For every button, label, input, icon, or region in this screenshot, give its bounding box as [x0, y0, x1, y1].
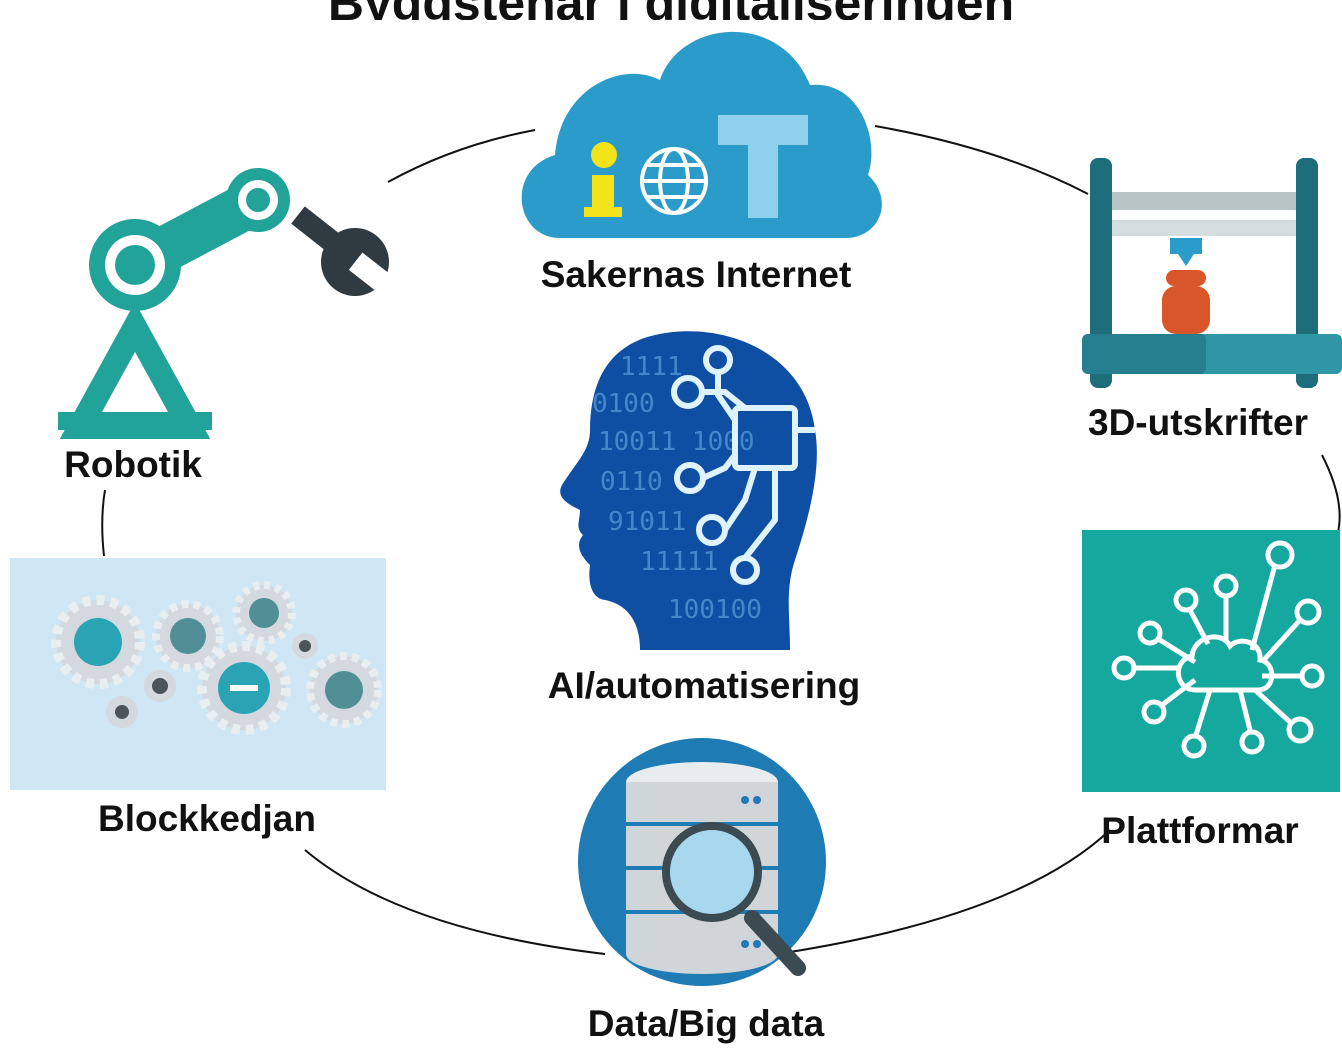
- label-3d-printing: 3D-utskrifter: [1088, 402, 1308, 443]
- label-robotics: Robotik: [64, 444, 202, 485]
- printer-head: [1170, 238, 1202, 254]
- cycle-connectors: [101, 125, 1341, 955]
- printer-left-post: [1090, 158, 1112, 388]
- robot-shoulder-core: [115, 245, 155, 285]
- 3d-printer-icon: [1082, 158, 1342, 388]
- ai-binary-row: 0100: [592, 389, 655, 419]
- ai-binary-row: 10011 1000: [598, 427, 755, 457]
- ai-binary-row: 0110: [600, 467, 663, 497]
- ai-binary-row: 91011: [608, 507, 686, 537]
- iot-i-dot: [591, 142, 617, 168]
- wrench-jaw-gap: [348, 252, 394, 295]
- printed-object-body: [1162, 286, 1210, 334]
- printer-bed-shadow: [1082, 334, 1206, 374]
- label-platforms: Plattformar: [1101, 810, 1299, 851]
- printer-foot-left: [1094, 374, 1110, 386]
- globe-icon: [640, 147, 708, 215]
- diagram-title-strip: Byggstenar i digitaliseringen: [0, 0, 1342, 20]
- connector-robotics-iot: [387, 129, 536, 183]
- label-ai: AI/automatisering: [547, 665, 861, 706]
- magnifier-lens: [662, 822, 762, 922]
- printer-nozzle: [1178, 254, 1194, 266]
- cloud-shape: [521, 31, 882, 238]
- iot-t-stem: [748, 140, 778, 218]
- connector-iot-printer: [874, 125, 1089, 195]
- printed-object-top: [1166, 270, 1206, 286]
- label-big-data: Data/Big data: [587, 1003, 825, 1044]
- connector-bigdata-blockchain: [304, 849, 606, 955]
- printer-mid-rail: [1112, 220, 1296, 236]
- magnifier-handle: [744, 910, 806, 976]
- printer-top-rail: [1112, 192, 1296, 210]
- ai-head-icon: 1111 0100 10011 1000 0110 91011 11111 10…: [560, 331, 817, 650]
- iot-cloud-icon: [521, 31, 882, 238]
- ai-circuit-icon: [671, 345, 815, 585]
- ai-binary-row: 11111: [640, 547, 718, 577]
- printer-foot-right: [1300, 374, 1316, 386]
- platform-tile: [1082, 530, 1340, 792]
- platform-network-icon: [1082, 530, 1340, 792]
- connector-printer-platforms: [1321, 454, 1341, 533]
- iot-i-base: [584, 207, 622, 217]
- gears-icon: [10, 558, 386, 790]
- database-search-icon: [578, 738, 826, 986]
- label-iot: Sakernas Internet: [540, 254, 852, 295]
- robot-elbow-core: [246, 188, 270, 212]
- iot-i-stem: [592, 175, 614, 213]
- ai-binary-row: 100100: [668, 595, 762, 625]
- ai-binary-text: 1111 0100 10011 1000 0110 91011 11111 10…: [592, 352, 762, 625]
- ai-binary-row: 1111: [620, 352, 683, 382]
- printer-right-post: [1296, 158, 1318, 388]
- robot-arm-icon: [58, 168, 394, 439]
- diagram-title: Byggstenar i digitaliseringen: [328, 0, 1014, 20]
- robot-base-plate: [58, 412, 212, 430]
- connector-blockchain-robotics: [101, 489, 106, 557]
- connector-platforms-bigdata: [789, 829, 1111, 953]
- label-blockchain: Blockkedjan: [98, 798, 316, 839]
